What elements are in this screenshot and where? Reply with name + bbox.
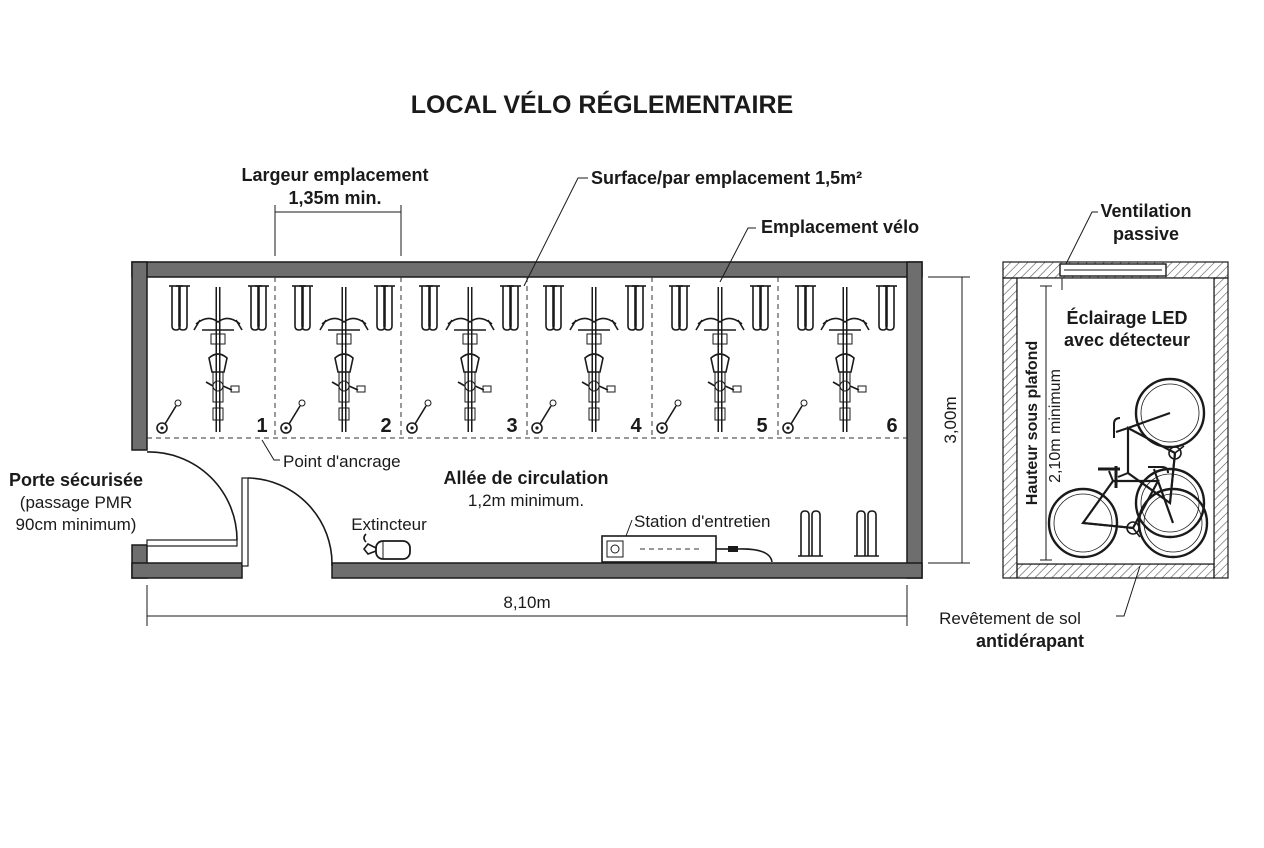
anchor-leader [261, 439, 280, 461]
spot-number: 5 [756, 415, 767, 437]
bike-spot-2 [280, 286, 396, 433]
spot-width-value: 1,35m min. [288, 188, 381, 208]
ceiling-height-dimension [1040, 285, 1052, 561]
depth-label: 3,00m [941, 396, 960, 443]
door-detail-2: 90cm minimum) [16, 515, 137, 534]
floor-label-2: antidérapant [976, 631, 1084, 651]
door-swing [146, 451, 333, 567]
ceiling-height-label: Hauteur sous plafond [1024, 341, 1041, 505]
bike-spot-4 [531, 286, 647, 433]
diagram-title: LOCAL VÉLO RÉGLEMENTAIRE [411, 90, 793, 119]
aisle-width-label: 1,2m minimum. [468, 491, 584, 510]
bike-spot-6 [782, 286, 898, 433]
extinguisher-label: Extincteur [351, 515, 427, 534]
length-label: 8,10m [503, 593, 550, 612]
lighting-label: Éclairage LED [1066, 307, 1187, 328]
lighting-label-2: avec détecteur [1064, 330, 1190, 350]
station-label: Station d'entretien [634, 512, 771, 531]
floor-label: Revêtement de sol [939, 609, 1081, 628]
spot-numbers: 1 2 3 4 5 6 [256, 415, 897, 437]
spot-number: 2 [380, 415, 391, 437]
bike-spot-1 [156, 286, 270, 433]
spot-width-dimension [274, 205, 402, 256]
ventilation-label: Ventilation [1100, 201, 1191, 221]
spot-number: 1 [256, 415, 267, 437]
bike-spot-5 [656, 286, 772, 433]
ventilation-label-2: passive [1113, 224, 1179, 244]
spot-number: 6 [886, 415, 897, 437]
surface-label: Surface/par emplacement 1,5m² [591, 168, 862, 188]
station-leader [625, 519, 633, 537]
spot-number: 3 [506, 415, 517, 437]
spot-width-label: Largeur emplacement [241, 165, 428, 185]
room-walls [131, 261, 923, 579]
maintenance-station-icon [601, 535, 773, 563]
floor-racks [798, 510, 879, 557]
depth-dimension [928, 276, 970, 564]
parking-spots-grid [147, 277, 907, 439]
spot-leader [719, 227, 756, 283]
ceiling-height-value: 2,10m minimum [1047, 369, 1064, 483]
spot-label: Emplacement vélo [761, 217, 919, 237]
ventilation-leader [1065, 211, 1098, 265]
spot-number: 4 [630, 415, 642, 437]
bike-spot-3 [406, 286, 522, 433]
door-label: Porte sécurisée [9, 470, 143, 490]
length-dimension [146, 585, 908, 626]
door-detail-1: (passage PMR [20, 493, 132, 512]
anchor-label: Point d'ancrage [283, 452, 401, 471]
floor-leader [1116, 565, 1141, 617]
surface-leader [523, 177, 588, 287]
aisle-label: Allée de circulation [443, 468, 608, 488]
extinguisher-icon [362, 533, 411, 560]
ventilation-grille-icon [1059, 263, 1167, 277]
